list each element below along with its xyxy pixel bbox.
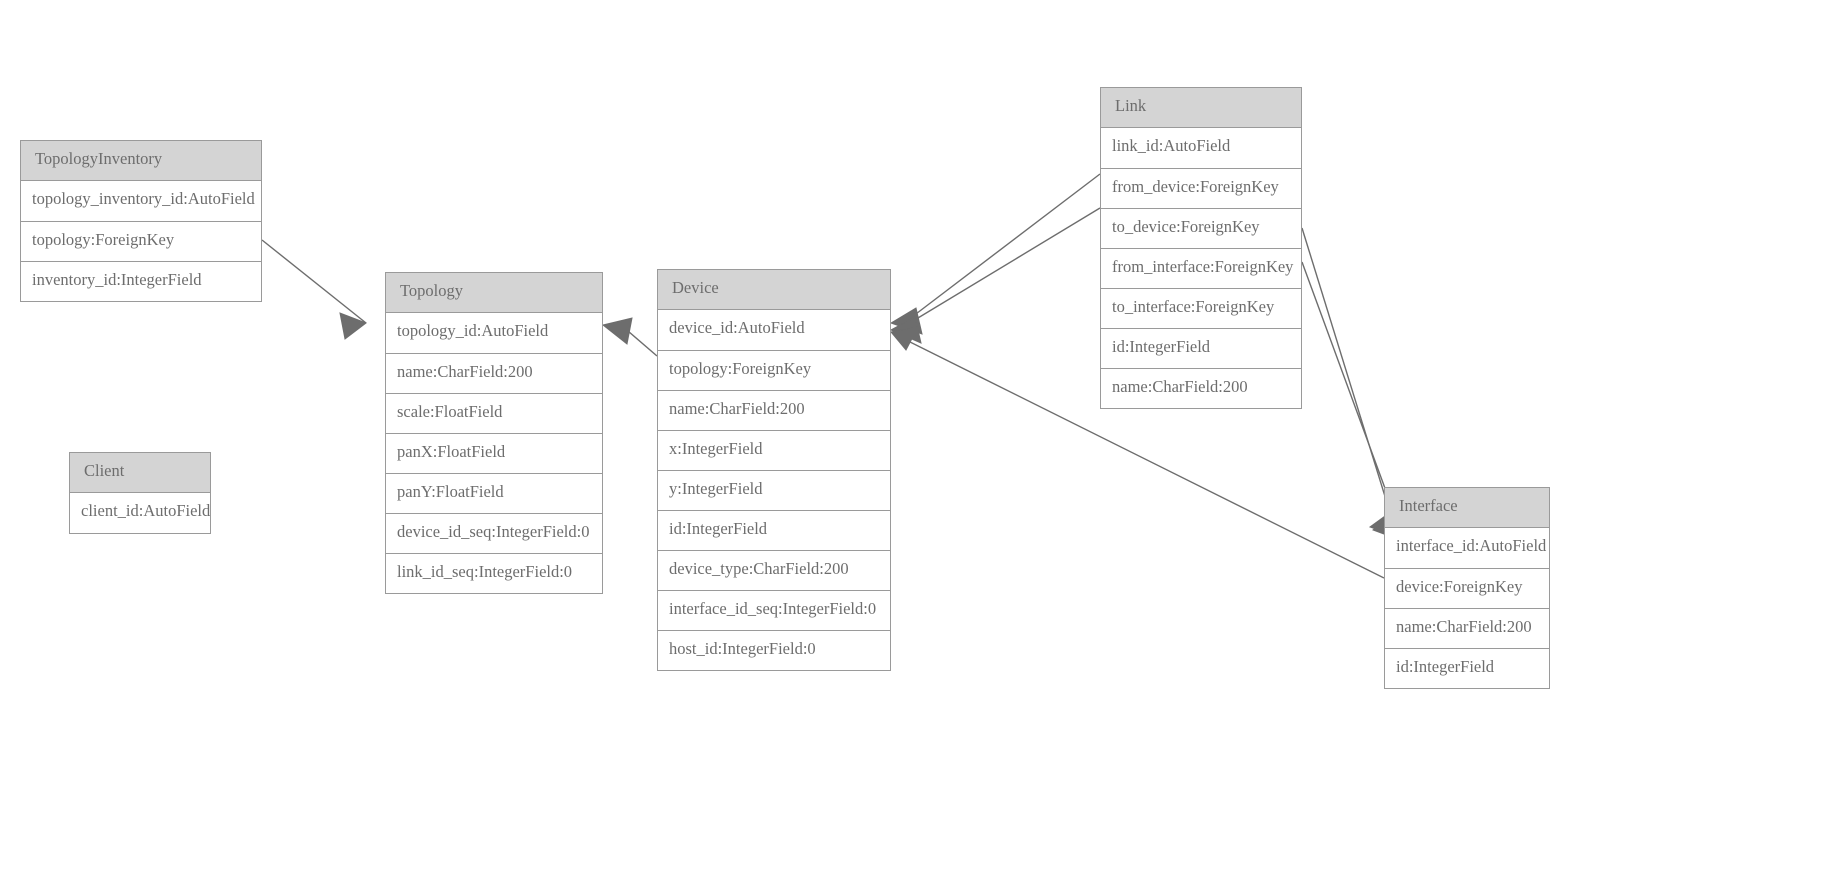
entity-title-client: Client	[70, 453, 210, 493]
entity-field: link_id:AutoField	[1101, 128, 1301, 168]
entity-field: from_device:ForeignKey	[1101, 168, 1301, 208]
relationship-rel-topologyinventory-topology	[261, 239, 368, 340]
relationship-line	[907, 207, 1101, 325]
entity-field: interface_id:AutoField	[1385, 528, 1549, 568]
relationship-arrowhead	[890, 326, 919, 351]
entity-field: x:IntegerField	[658, 430, 890, 470]
entity-field: id:IntegerField	[1101, 328, 1301, 368]
entity-field: scale:FloatField	[386, 393, 602, 433]
entity-title-topology-inventory: TopologyInventory	[21, 141, 261, 181]
entity-field: topology:ForeignKey	[21, 221, 261, 261]
entity-field: device_type:CharField:200	[658, 550, 890, 590]
entity-field: device_id:AutoField	[658, 310, 890, 350]
relationship-rel-link-device-to	[889, 207, 1101, 344]
relationship-line	[261, 239, 367, 324]
entity-field: interface_id_seq:IntegerField:0	[658, 590, 890, 630]
entity-field: name:CharField:200	[386, 353, 602, 393]
entity-field: to_device:ForeignKey	[1101, 208, 1301, 248]
entity-title-device: Device	[658, 270, 890, 310]
relationship-line	[1301, 227, 1393, 520]
relationship-line	[620, 324, 658, 357]
relationship-rel-link-device-from	[889, 173, 1101, 335]
entity-field: topology_inventory_id:AutoField	[21, 181, 261, 221]
entity-field: panX:FloatField	[386, 433, 602, 473]
entity-field: to_interface:ForeignKey	[1101, 288, 1301, 328]
entity-title-interface: Interface	[1385, 488, 1549, 528]
entity-field: inventory_id:IntegerField	[21, 261, 261, 301]
relationship-arrowhead	[889, 307, 923, 335]
relationship-line	[907, 173, 1101, 321]
entity-field: id:IntegerField	[1385, 648, 1549, 688]
entity-field: device:ForeignKey	[1385, 568, 1549, 608]
relationship-arrowhead	[889, 316, 922, 344]
entity-field: name:CharField:200	[1101, 368, 1301, 408]
relationship-line	[1301, 261, 1398, 522]
entity-field: y:IntegerField	[658, 470, 890, 510]
entity-title-topology: Topology	[386, 273, 602, 313]
entity-field: host_id:IntegerField:0	[658, 630, 890, 670]
entity-field: topology_id:AutoField	[386, 313, 602, 353]
relationship-arrowhead	[601, 317, 633, 345]
entity-title-link: Link	[1101, 88, 1301, 128]
entity-field: from_interface:ForeignKey	[1101, 248, 1301, 288]
entity-field: id:IntegerField	[658, 510, 890, 550]
entity-field: topology:ForeignKey	[658, 350, 890, 390]
entity-field: device_id_seq:IntegerField:0	[386, 513, 602, 553]
entity-field: name:CharField:200	[1385, 608, 1549, 648]
entity-field: client_id:AutoField	[70, 493, 210, 533]
relationship-rel-device-topology	[601, 317, 658, 357]
entity-fields-client: client_id:AutoField	[70, 493, 210, 533]
entity-field: name:CharField:200	[658, 390, 890, 430]
entity-field: link_id_seq:IntegerField:0	[386, 553, 602, 593]
entity-field: panY:FloatField	[386, 473, 602, 513]
relationship-arrowhead	[339, 312, 368, 340]
